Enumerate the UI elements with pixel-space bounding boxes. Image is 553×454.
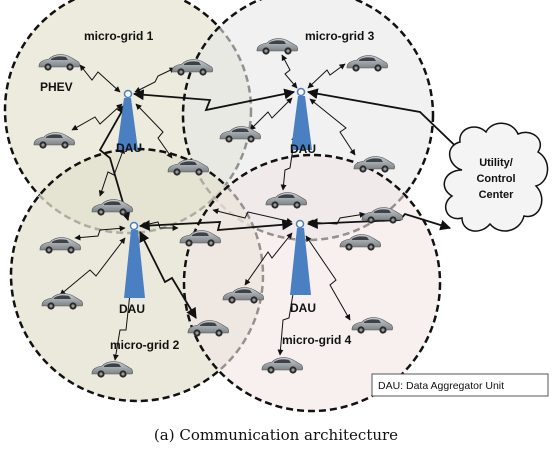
link-dau1-dau3 [132,88,296,112]
link-dau2-car [112,274,135,361]
link-dau2-dau4 [138,219,294,231]
backbone-links [98,88,471,319]
legend-text: DAU: Data Aggregator Unit [378,380,504,392]
link-dau2-car [74,225,126,241]
micro-grid-2-label: micro-grid 2 [110,338,180,352]
link-dau1-dau2 [98,103,131,222]
antenna-tower-icon [117,89,138,150]
micro-grid-3-label: micro-grid 3 [305,29,375,43]
dau-label: DAU [290,142,316,156]
link-dau3-car [280,134,298,191]
control-center-label-line2: Control [476,173,515,185]
micro-grid-4-circle [182,153,442,413]
micro-grid-4-label: micro-grid 4 [282,333,352,347]
control-center-label-line3: Center [479,189,515,201]
antenna-tower-icon [124,221,145,298]
dau-label: DAU [116,141,142,155]
control-center-label-line1: Utility/ [479,157,513,169]
dau-label: DAU [290,301,316,315]
antenna-tower-icon [291,87,312,150]
link-dau3-car [249,97,293,131]
micro-grid-1-label: micro-grid 1 [84,29,154,43]
cloud-icon [443,122,549,232]
link-dau1-car [135,103,173,159]
dau-towers [117,87,312,298]
link-dau1-car [134,67,176,93]
phev-label: PHEV [40,80,73,94]
link-dau3-center [306,88,471,161]
link-dau2-car [59,237,126,296]
link-dau4-car [212,208,293,224]
link-dau4-car [244,232,293,286]
link-dau4-car [305,235,351,321]
figure-caption: (a) Communication architecture [154,426,398,444]
legend-box: DAU: Data Aggregator Unit [371,373,549,397]
link-dau1-car [79,64,121,93]
link-dau3-car [281,54,298,89]
link-dau3-car [307,63,346,89]
link-dau1-car [71,103,123,131]
antenna-tower-icon [290,219,311,295]
link-dau2-car-thick [139,231,197,319]
dau-label: DAU [119,302,145,316]
